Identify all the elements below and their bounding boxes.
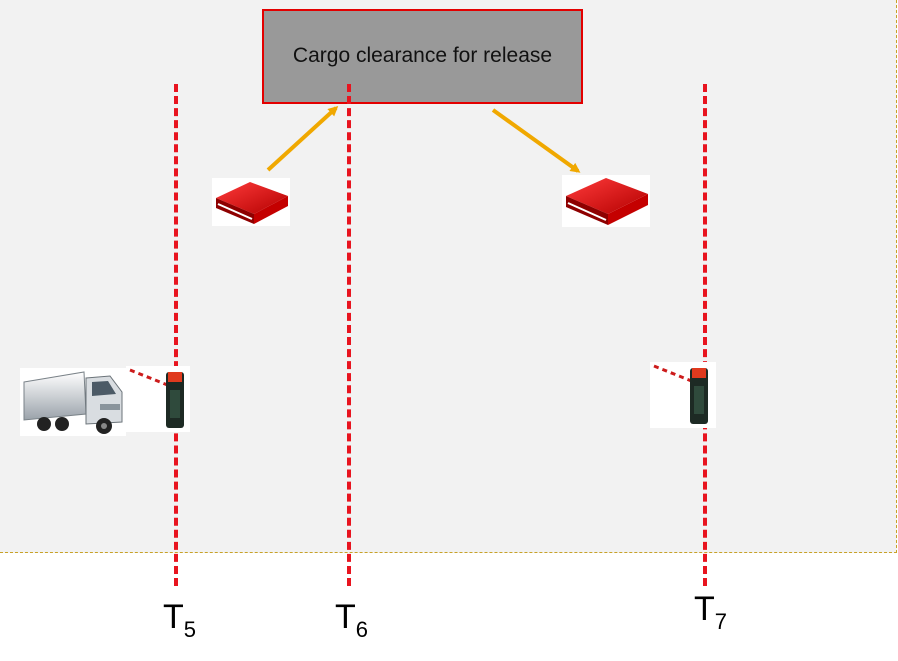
document-folder-icon-right	[562, 175, 650, 227]
timepoint-label-t5: T5	[163, 598, 196, 643]
arrow-icon-from-clearance	[491, 108, 581, 173]
timepoint-base: T	[163, 598, 184, 636]
barrier-gate-icon-right	[650, 362, 716, 428]
arrow-icon-to-clearance	[266, 105, 339, 172]
cargo-clearance-box: Cargo clearance for release	[262, 9, 583, 104]
truck-icon	[20, 368, 126, 436]
timepoint-subscript: 7	[714, 609, 728, 634]
timeline-t5-line	[174, 84, 178, 586]
timeline-t7-line	[703, 84, 707, 586]
timepoint-label-t6: T6	[335, 598, 368, 643]
timepoint-base: T	[335, 598, 356, 636]
timepoint-subscript: 6	[355, 617, 369, 642]
timepoint-label-t7: T7	[694, 590, 727, 635]
cargo-clearance-label: Cargo clearance for release	[292, 44, 553, 68]
timepoint-subscript: 5	[183, 617, 197, 642]
timeline-t6-line	[347, 84, 351, 586]
timepoint-base: T	[694, 590, 715, 628]
barrier-gate-icon-left	[126, 366, 190, 432]
document-folder-icon-left	[212, 178, 290, 226]
